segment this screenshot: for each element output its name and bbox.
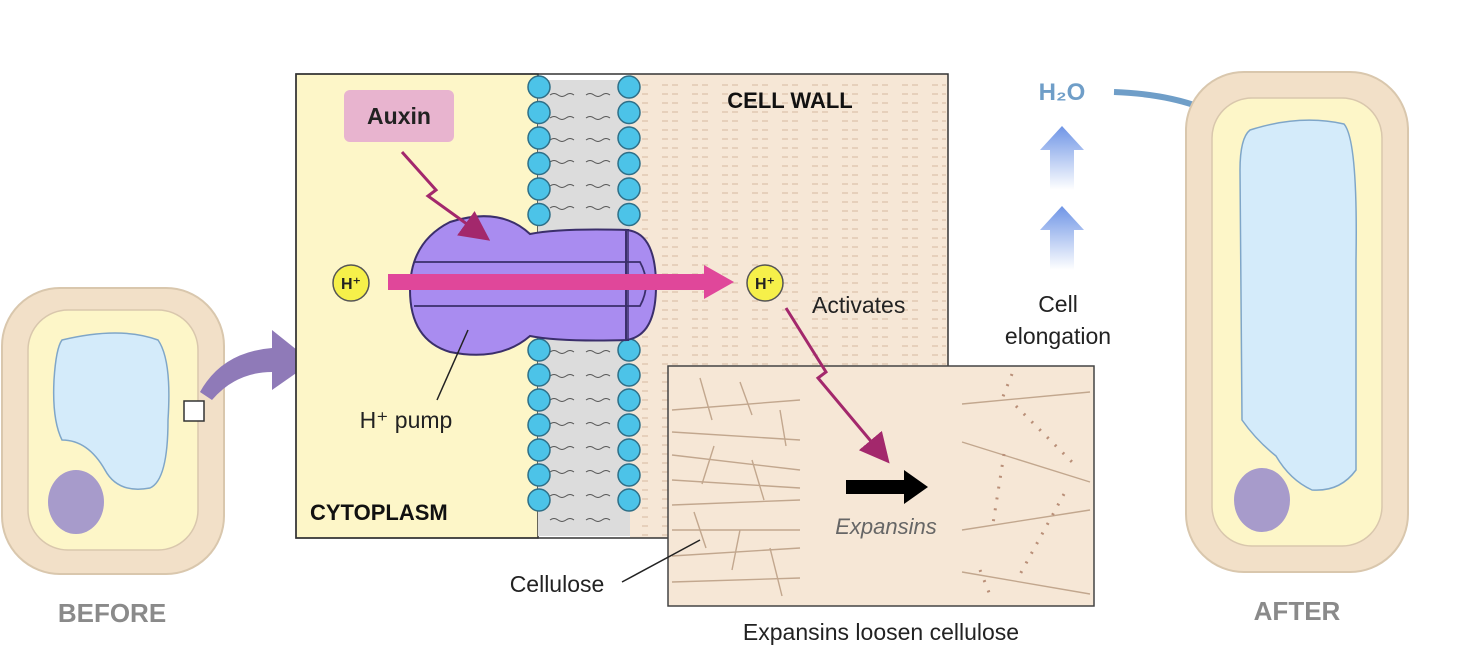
after-nucleus (1234, 468, 1290, 532)
lipid-head (527, 488, 551, 512)
cellulose-fibers-loose (961, 391, 1091, 595)
before-vacuole (52, 332, 170, 490)
before-label: BEFORE (58, 598, 166, 628)
cellulose-fibers-broken (978, 373, 1078, 601)
lipid-head (617, 338, 641, 362)
cellulose-label: Cellulose (510, 571, 605, 597)
cytoplasm-label: CYTOPLASM (310, 500, 448, 525)
lipid-head (527, 388, 551, 412)
before-cell (1, 287, 225, 575)
lipid-head (617, 438, 641, 462)
activates-label: Activates (812, 292, 905, 318)
pump-pointer (436, 329, 469, 401)
lipid-head (527, 338, 551, 362)
expansin-arrow (846, 470, 928, 504)
h-pump-label: H⁺ pump (360, 407, 453, 433)
after-vacuole (1239, 119, 1357, 491)
zoom-square (183, 400, 205, 422)
auxin-label: Auxin (367, 103, 431, 129)
auxin-box (344, 90, 454, 142)
lipid-head (527, 177, 551, 201)
proton-arrow (388, 265, 734, 299)
h-ion-right-label: H⁺ (755, 276, 775, 293)
caption-label: Expansins loosen cellulose (743, 619, 1019, 645)
lipid-head (527, 75, 551, 99)
water-label: H₂O (1039, 79, 1086, 106)
lipid-head (617, 388, 641, 412)
lipid-head (617, 363, 641, 387)
lipid-head (527, 463, 551, 487)
auxin-signal-arrow (400, 150, 491, 241)
lipid-head (527, 363, 551, 387)
lipid-head (617, 177, 641, 201)
lipid-head (527, 202, 551, 227)
cell-elongation-label-line1: Cell (1038, 291, 1078, 317)
cell-wall-label: CELL WALL (727, 88, 852, 113)
zoom-arrow (200, 330, 312, 400)
lipid-head (527, 151, 551, 176)
lipid-head (527, 438, 551, 462)
cellulose-pointer (621, 539, 701, 583)
after-cell (1185, 71, 1409, 573)
lipid-head (617, 202, 641, 227)
h-ion-left-label: H⁺ (341, 276, 361, 293)
lipid-tails (549, 93, 611, 522)
elongation-arrows (1040, 126, 1084, 270)
lipid-head (527, 100, 551, 125)
lipid-head (617, 413, 641, 437)
cell-elongation-label-line2: elongation (1005, 323, 1111, 349)
lipid-head (617, 463, 641, 487)
lipid-head (617, 151, 641, 176)
lipid-head (617, 100, 641, 125)
after-label: AFTER (1254, 596, 1341, 626)
before-nucleus (48, 470, 104, 534)
lipid-head (527, 413, 551, 437)
cellulose-fibers-tight (671, 377, 801, 597)
lipid-head (617, 126, 641, 150)
expansins-inset: Expansins (667, 365, 1095, 607)
lipid-heads (527, 75, 641, 512)
lipid-head (617, 488, 641, 512)
lipid-head (617, 75, 641, 99)
activation-arrow (784, 307, 890, 464)
expansins-label: Expansins (835, 514, 937, 539)
lipid-head (527, 126, 551, 150)
h-ion-right: H⁺ (746, 264, 784, 302)
h-ion-left: H⁺ (332, 264, 370, 302)
